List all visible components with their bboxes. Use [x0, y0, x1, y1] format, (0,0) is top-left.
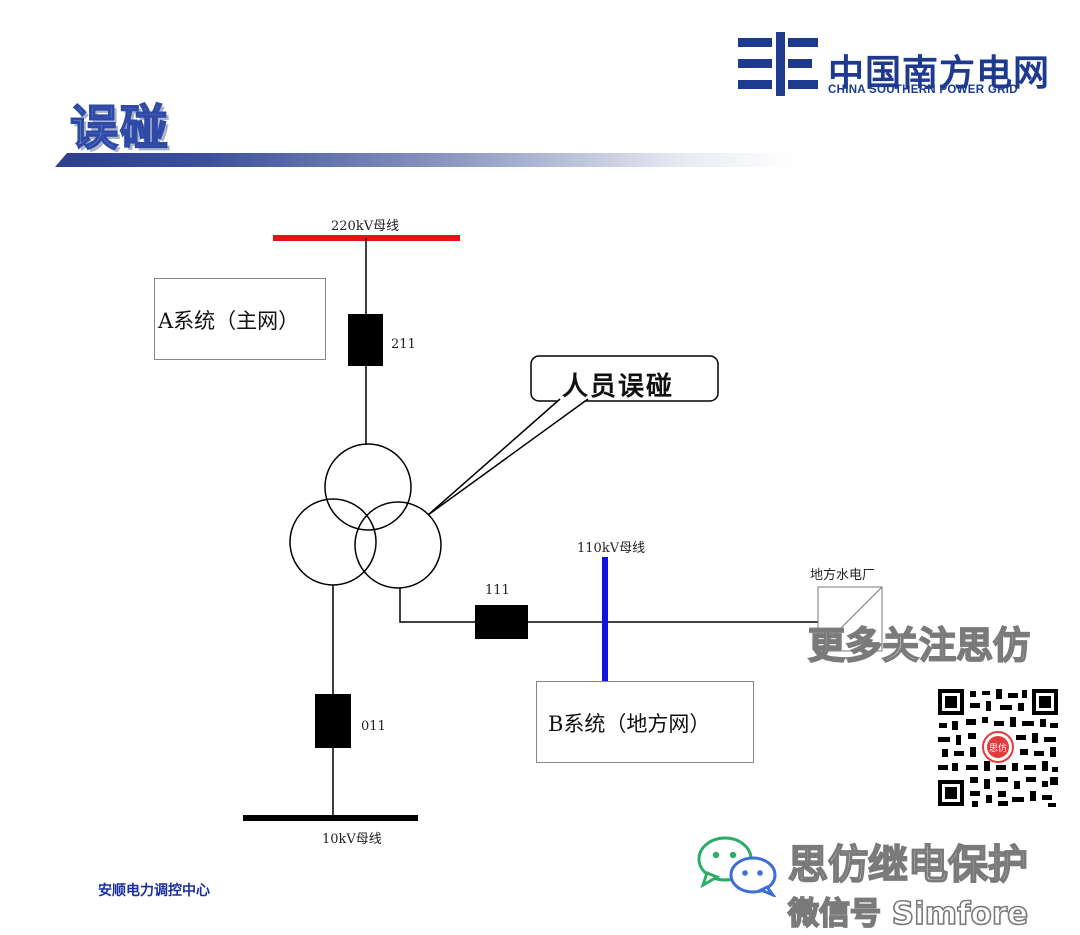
feeder-mv [399, 588, 475, 623]
title-underline-bar [55, 153, 795, 167]
watermark-account-name: 思仿继电保护 [787, 841, 1029, 889]
footer-organization: 安顺电力调控中心 [98, 883, 210, 899]
label-bus-10kv: 10kV母线 [322, 832, 382, 847]
watermark-wechat-id: 微信号 Simfore [787, 895, 1029, 933]
qr-badge-text: 思仿 [989, 742, 1007, 754]
system-b-box [536, 681, 754, 763]
system-a-box [154, 278, 326, 360]
label-breaker-211: 211 [391, 337, 416, 352]
callout-text: 人员误碰 [562, 372, 675, 402]
label-breaker-111: 111 [485, 583, 510, 598]
winding-high [324, 443, 412, 531]
breaker-111 [475, 605, 528, 639]
callout-bubble [427, 355, 719, 516]
breaker-211 [348, 314, 383, 366]
qr-code-icon[interactable]: 思仿 [936, 687, 1060, 808]
wechat-icon [697, 836, 777, 897]
slide-title: 误碰 [69, 99, 171, 157]
logo-chinese-name: 中国南方电网 [828, 53, 1051, 94]
csg-logo-icon [738, 32, 818, 96]
label-system-b: B系统（地方网） [548, 712, 711, 736]
label-breaker-011: 011 [361, 719, 386, 734]
label-hydro-plant: 地方水电厂 [810, 568, 876, 583]
logo-english-name: CHINA SOUTHERN POWER GRID [828, 84, 1018, 96]
label-bus-110kv: 110kV母线 [577, 541, 646, 556]
winding-medium [354, 501, 442, 589]
breaker-011 [315, 694, 351, 748]
label-bus-220kv: 220kV母线 [331, 219, 400, 234]
three-winding-transformer [289, 443, 442, 589]
watermark-follow-text: 更多关注思仿 [807, 623, 1031, 668]
label-system-a: A系统（主网） [158, 309, 300, 333]
